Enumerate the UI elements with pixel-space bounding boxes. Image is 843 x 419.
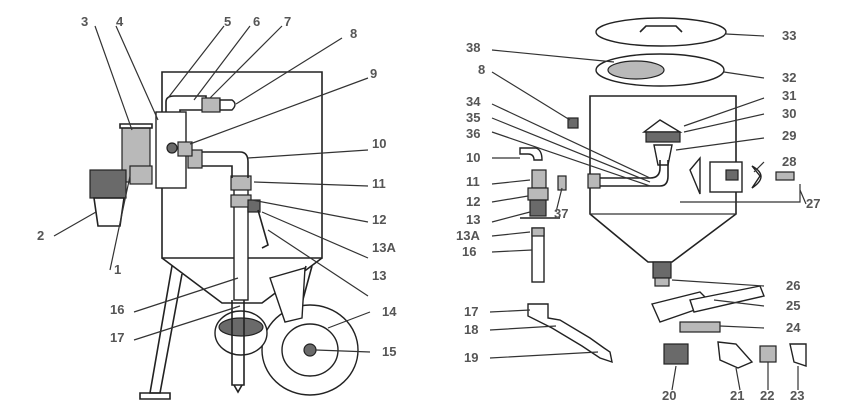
label-21: 21 — [730, 388, 744, 403]
label-37: 37 — [554, 206, 568, 221]
water-separator — [89, 169, 127, 199]
label-32: 32 — [782, 70, 796, 85]
label-18: 18 — [464, 322, 478, 337]
label-29: 29 — [782, 128, 796, 143]
label-25: 25 — [786, 298, 800, 313]
label-7: 7 — [284, 14, 291, 29]
label-19: 19 — [464, 350, 478, 365]
label-11-right: 11 — [466, 174, 480, 189]
label-2: 2 — [37, 228, 44, 243]
assembled-machine — [89, 71, 359, 400]
label-8-right: 8 — [478, 62, 485, 77]
label-10-right: 10 — [466, 150, 480, 165]
label-13a: 13A — [372, 240, 396, 255]
label-20: 20 — [662, 388, 676, 403]
label-30: 30 — [782, 106, 796, 121]
label-10: 10 — [372, 136, 386, 151]
label-28: 28 — [782, 154, 796, 169]
label-17-right: 17 — [464, 304, 478, 319]
label-34: 34 — [466, 94, 481, 109]
label-17: 17 — [110, 330, 124, 345]
label-11: 11 — [372, 176, 386, 191]
label-13: 13 — [372, 268, 386, 283]
label-38: 38 — [466, 40, 480, 55]
label-1: 1 — [114, 262, 121, 277]
label-35: 35 — [466, 110, 480, 125]
lid — [595, 17, 727, 47]
label-36: 36 — [466, 126, 480, 141]
label-4: 4 — [116, 14, 124, 29]
label-12: 12 — [372, 212, 386, 227]
label-6: 6 — [253, 14, 260, 29]
label-13a-right: 13A — [456, 228, 480, 243]
label-27: 27 — [806, 196, 820, 211]
label-22: 22 — [760, 388, 774, 403]
label-8: 8 — [350, 26, 357, 41]
leader-lines — [53, 25, 807, 391]
label-26: 26 — [786, 278, 800, 293]
label-12-right: 12 — [466, 194, 480, 209]
label-23: 23 — [790, 388, 804, 403]
label-24: 24 — [786, 320, 801, 335]
label-9: 9 — [370, 66, 377, 81]
label-31: 31 — [782, 88, 796, 103]
label-14: 14 — [382, 304, 397, 319]
label-16: 16 — [110, 302, 124, 317]
part-number-labels: 3 4 5 6 7 8 9 10 11 12 13A 13 14 15 16 1… — [37, 14, 820, 403]
label-13-right: 13 — [466, 212, 480, 227]
label-5: 5 — [224, 14, 231, 29]
label-3: 3 — [81, 14, 88, 29]
label-16-right: 16 — [462, 244, 476, 259]
label-15: 15 — [382, 344, 396, 359]
exploded-view — [519, 17, 807, 369]
label-33: 33 — [782, 28, 796, 43]
